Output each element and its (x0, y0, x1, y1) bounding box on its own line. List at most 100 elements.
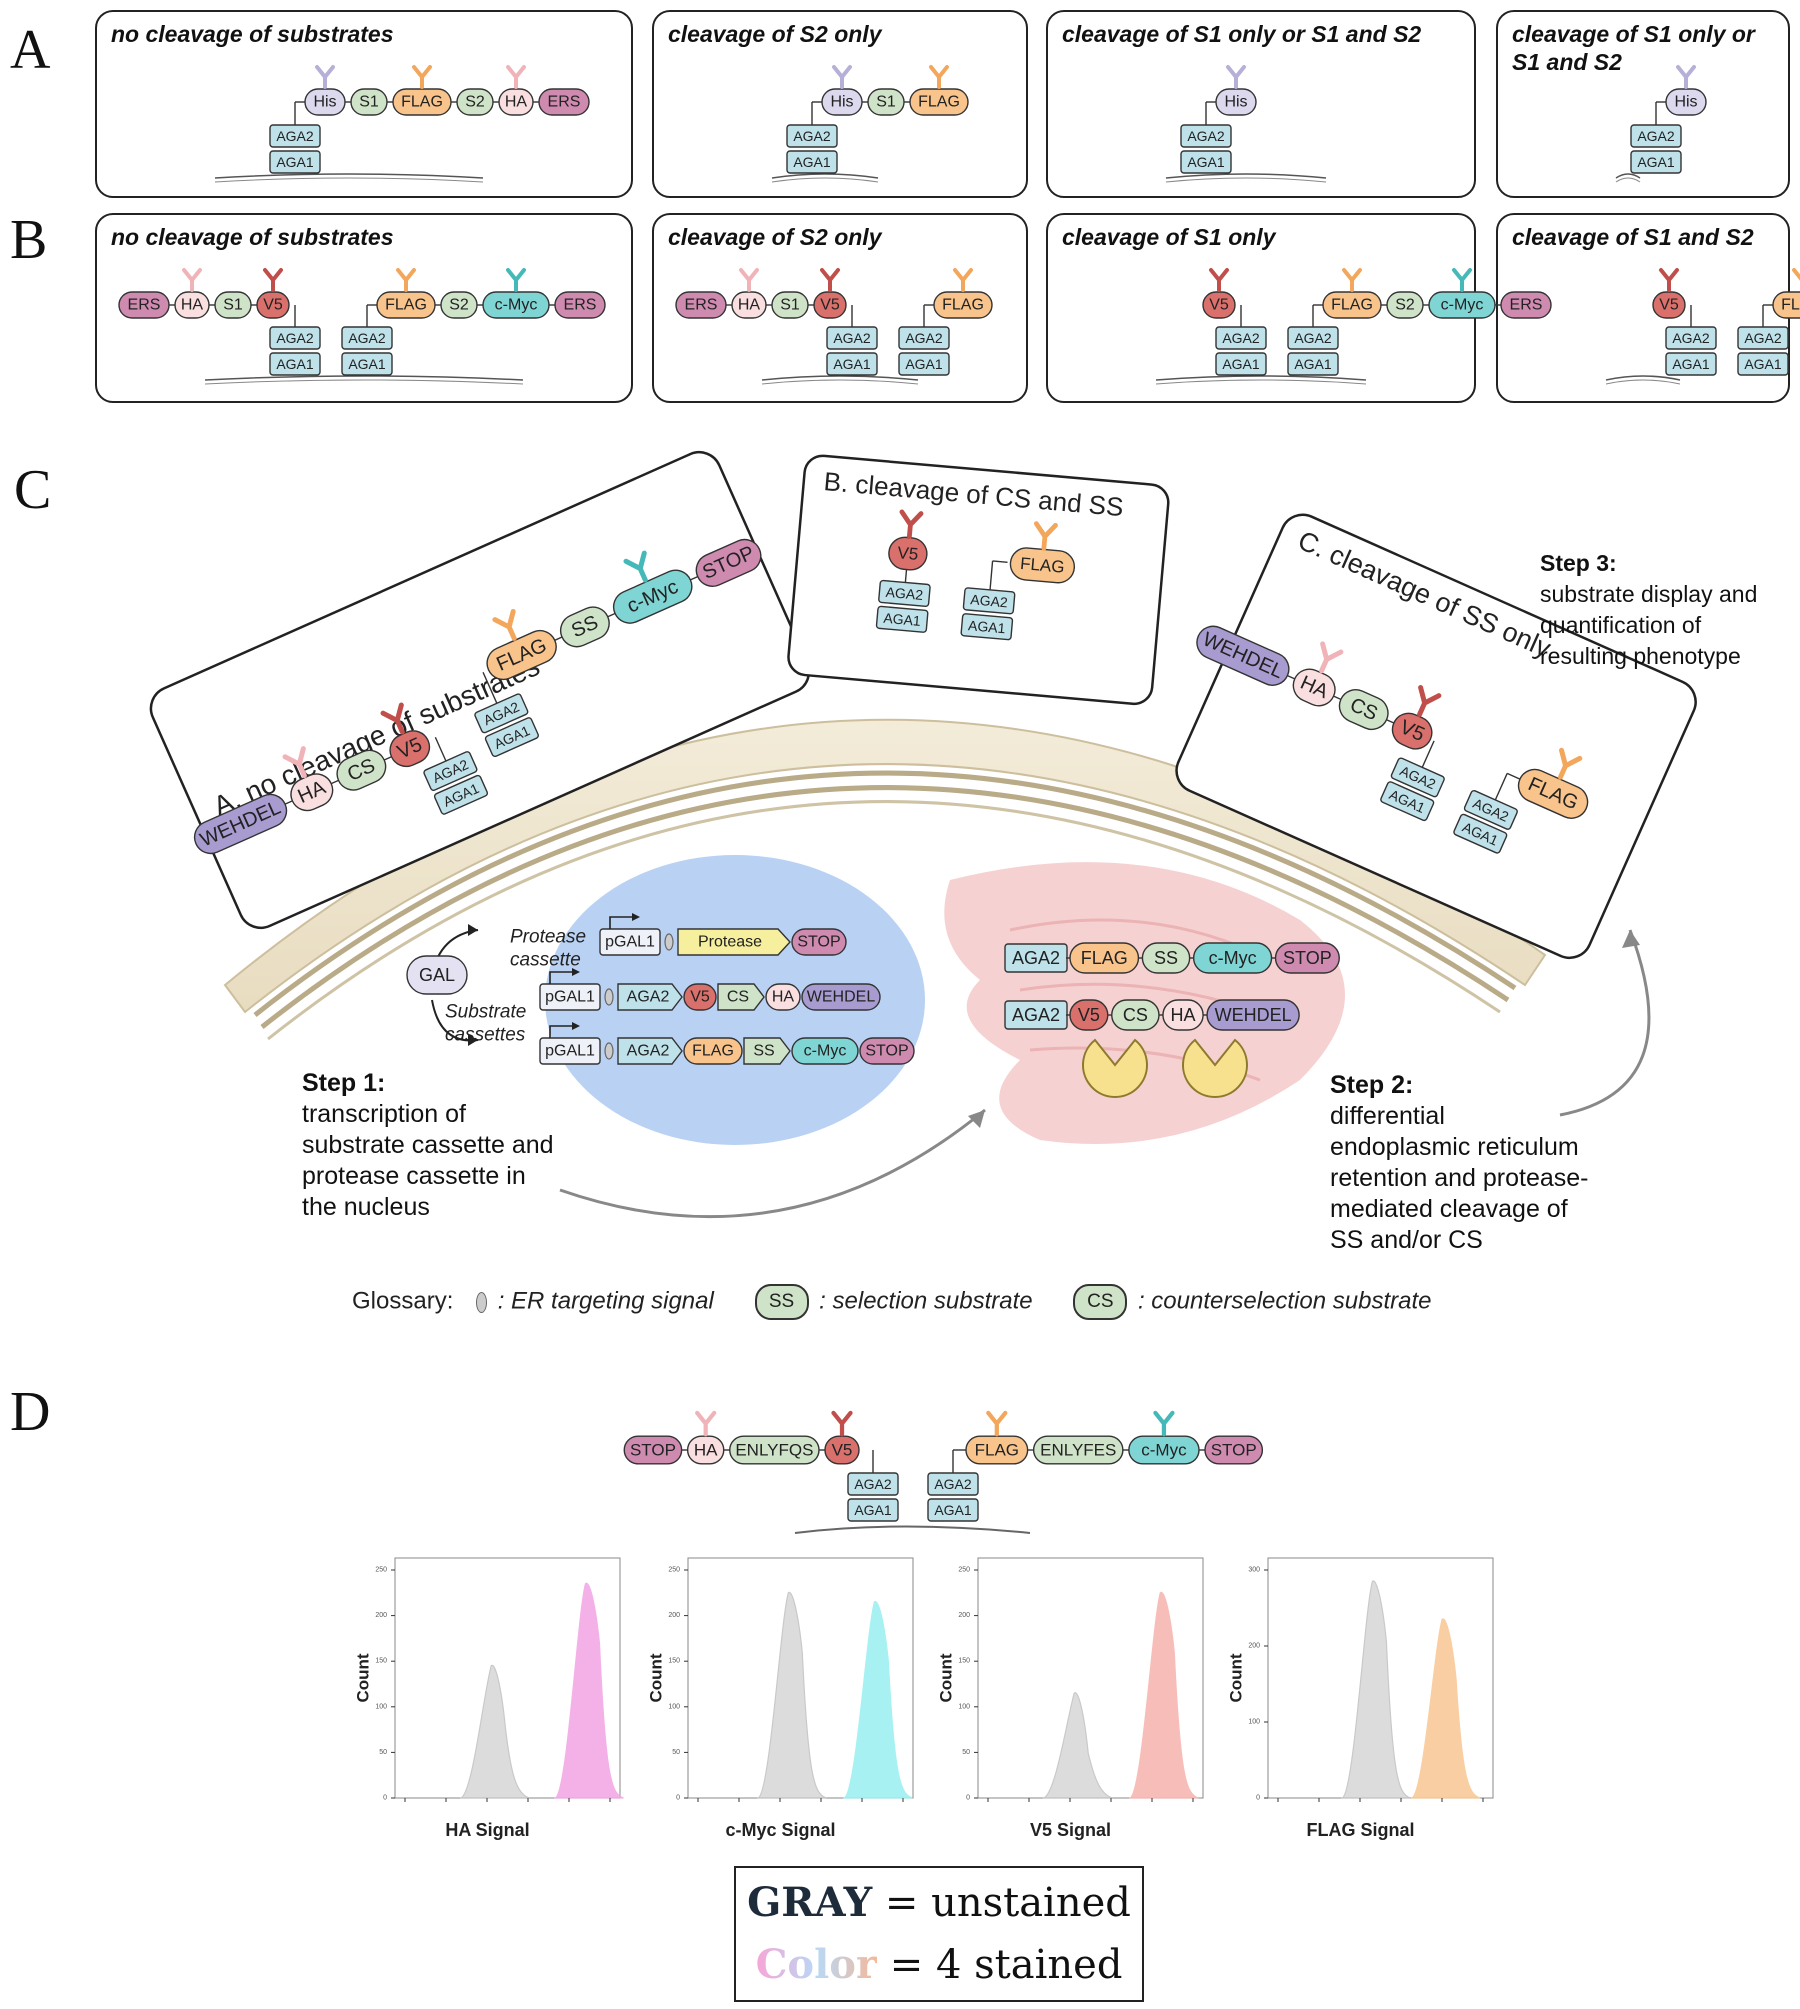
tag-stop-label: STOP (1211, 1441, 1257, 1460)
antibody-icon (1342, 268, 1362, 292)
tag-ers: ERS (538, 88, 590, 116)
panel-letter-c: C (14, 459, 52, 521)
aga1-box-label: AGA1 (883, 610, 922, 629)
y-tick-label: 50 (672, 1749, 680, 1756)
tag-cmyc-label: c-Myc (1441, 297, 1484, 314)
tag-cs: CS (1111, 999, 1160, 1031)
tag-his-label: His (1674, 94, 1697, 111)
substrate-cassettes-label-2: cassettes (445, 1025, 526, 1046)
tag-flag-label: FLAG (975, 1441, 1019, 1460)
panel-b-box-4-title: cleavage of S1 and S2 (1512, 224, 1754, 250)
tag-cs: CS (1338, 689, 1389, 731)
tag-s1-label: S1 (359, 94, 379, 111)
y-tick-label: 300 (1248, 1567, 1260, 1574)
aga2-box-label: AGA2 (833, 330, 871, 346)
tag-enlyfes-label: ENLYFES (1040, 1441, 1116, 1460)
antibody-icon (623, 550, 648, 583)
aga2-box: AGA2 (269, 124, 321, 148)
tag-ers: ERS (675, 291, 727, 319)
tag-cmyc-label: c-Myc (1141, 1441, 1187, 1460)
aga2-box: AGA2 (341, 326, 393, 350)
pgal1-box: pGAL1 (599, 928, 661, 956)
protease-arrow-label: Protease (698, 934, 762, 951)
tag-v5: V5 (256, 291, 290, 319)
y-tick-label: 100 (1248, 1719, 1260, 1726)
antibody-icon (739, 268, 759, 292)
tag-s1: S1 (867, 88, 905, 116)
aga2-box: AGA2 (927, 1472, 979, 1496)
aga1-box-label: AGA1 (1294, 356, 1332, 372)
tag-v5-label: V5 (1078, 1005, 1100, 1025)
y-tick-label: 0 (966, 1795, 970, 1802)
tag-v5-label: V5 (263, 297, 283, 314)
tag-flag: FLAG (965, 1435, 1029, 1465)
tag-ers-label: ERS (548, 94, 581, 111)
tag-v5-label: V5 (1209, 297, 1229, 314)
cs-arrow-label: CS (727, 989, 749, 1006)
substrate-cassettes-label: Substrate (445, 1002, 526, 1023)
aga2-box-label: AGA2 (934, 1476, 972, 1492)
tag-cmyc: c-Myc (1128, 1435, 1200, 1465)
aga2-box: AGA2 (1004, 943, 1068, 973)
tag-stop-label: STOP (797, 934, 840, 951)
tag-flag: FLAG (1322, 291, 1382, 319)
aga2-box: AGA2 (826, 326, 878, 350)
tag-stop: STOP (1204, 1435, 1264, 1465)
tag-s1-label: S1 (876, 94, 896, 111)
aga1-box-label: AGA1 (276, 154, 314, 170)
tag-s2: S2 (456, 88, 494, 116)
aga1-box-label: AGA1 (854, 1502, 892, 1518)
aga1-box: AGA1 (927, 1498, 979, 1522)
tag-v5: V5 (824, 1435, 860, 1465)
antibody-icon (263, 268, 283, 292)
y-tick-label: 0 (676, 1795, 680, 1802)
tag-ha: HA (686, 1435, 725, 1465)
antibody-icon (1319, 641, 1344, 674)
aga1-box-label: AGA1 (348, 356, 386, 372)
er-signal-icon (476, 1291, 488, 1313)
step1-line-1: transcription of (302, 1100, 466, 1128)
y-tick-label: 250 (958, 1567, 970, 1574)
aga2-box: AGA2 (1004, 1000, 1068, 1030)
aga1-box-label: AGA1 (934, 1502, 972, 1518)
nucleus-content: GALProteasecassetteSubstratecassettespGA… (406, 913, 915, 1065)
antibody-icon (315, 65, 335, 89)
y-tick-label: 150 (668, 1658, 680, 1665)
aga1-box: AGA1 (826, 352, 878, 376)
aga2-box-label: AGA2 (1187, 128, 1225, 144)
tag-s2-label: S2 (1395, 297, 1415, 314)
antibody-icon (506, 268, 526, 292)
tag-flag: FLAG (392, 88, 452, 116)
tag-cmyc-label: c-Myc (495, 297, 538, 314)
tag-stop-label: STOP (630, 1441, 676, 1460)
tag-his: His (304, 88, 346, 116)
tag-ha-label: HA (505, 94, 528, 111)
tag-v5-label: V5 (690, 989, 710, 1006)
antibody-icon (1792, 268, 1800, 290)
step1-text: Step 1: transcription of substrate casse… (302, 1068, 554, 1223)
tag-ss: SS (1141, 942, 1191, 974)
y-tick-label: 50 (962, 1749, 970, 1756)
tag-s1: S1 (771, 291, 809, 319)
tag-v5-label: V5 (897, 543, 919, 564)
tag-cmyc: c-Myc (1192, 942, 1273, 974)
tag-ers-label: ERS (685, 297, 718, 314)
aga2-box: AGA2 (1180, 124, 1232, 148)
tag-flag-label: FLAG (1019, 554, 1065, 577)
aga2-box-label: AGA2 (1637, 128, 1675, 144)
antibody-icon (820, 268, 840, 292)
gal-chip: GAL (406, 955, 468, 995)
tag-flag-label: FLAG (918, 94, 960, 111)
tag-v5: V5 (1391, 712, 1433, 750)
antibody-icon (282, 746, 307, 779)
